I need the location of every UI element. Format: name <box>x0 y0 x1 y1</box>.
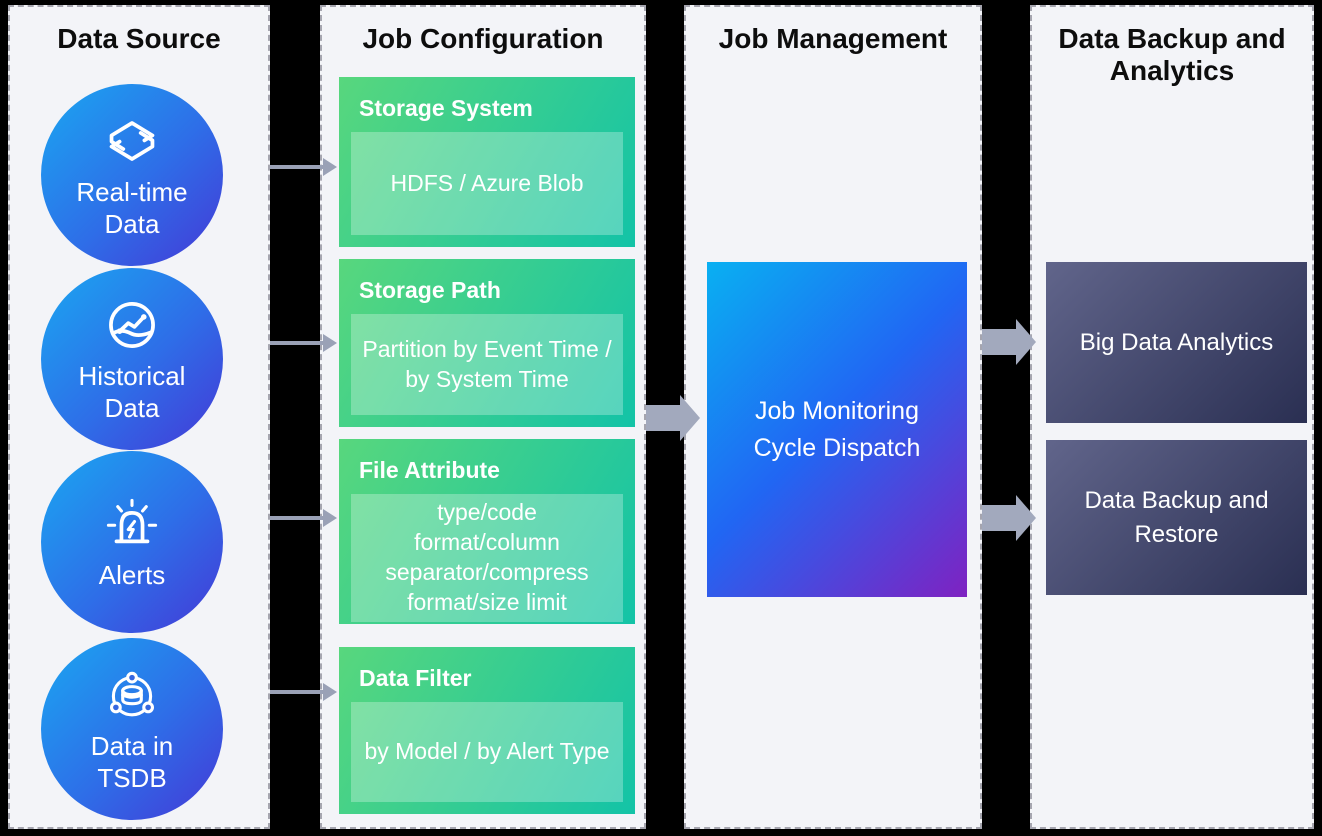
source-label: Data in TSDB <box>90 731 174 793</box>
arrow-line <box>270 690 325 694</box>
arrow-config-to-management <box>646 395 700 441</box>
config-box-body: Partition by Event Time / by System Time <box>351 314 623 415</box>
job-monitoring-box-text: Job Monitoring Cycle Dispatch <box>753 397 921 462</box>
source-node-alerts: Alerts <box>41 451 223 633</box>
panel-title-backup-analytics: Data Backup and Analytics <box>1058 23 1286 87</box>
panel-title-job-configuration: Job Configuration <box>362 23 604 54</box>
config-box-storage-path: Storage Path Partition by Event Time / b… <box>339 259 635 427</box>
source-node-realtime-data: Real-time Data <box>41 84 223 266</box>
arrow-head-icon <box>1016 495 1036 541</box>
data-backup-restore-box: Data Backup and Restore <box>1046 440 1307 595</box>
arrow-line <box>270 516 325 520</box>
source-label: Real-time Data <box>76 177 188 239</box>
config-box-body-text: Partition by Event Time / by System Time <box>362 335 612 392</box>
trend-chart-icon <box>109 302 155 349</box>
arrow-head-icon <box>323 509 337 527</box>
panel-title-job-management: Job Management <box>718 23 948 54</box>
job-monitoring-box: Job Monitoring Cycle Dispatch <box>707 262 967 597</box>
panel-title-data-source: Data Source <box>57 23 221 54</box>
arrow-tsdb-to-config <box>270 683 338 701</box>
arrow-line <box>270 165 325 169</box>
arrow-line <box>270 341 325 345</box>
arrow-head-icon <box>1016 319 1036 365</box>
arrow-head-icon <box>323 334 337 352</box>
source-label: Historical Data <box>78 361 186 423</box>
arrow-shaft <box>646 405 680 431</box>
arrow-management-to-analytics <box>982 319 1036 365</box>
source-node-data-in-tsdb: Data in TSDB <box>41 638 223 820</box>
config-box-title: Data Filter <box>359 665 472 691</box>
arrow-shaft <box>982 329 1016 355</box>
panel-job-management: Job Management Job Monitoring Cycle Disp… <box>684 5 982 829</box>
source-label: Alerts <box>98 559 166 590</box>
data-backup-restore-text: Data Backup and Restore <box>1084 486 1269 548</box>
panel-backup-analytics: Data Backup and Analytics Big Data Analy… <box>1030 5 1314 829</box>
source-node-historical-data: Historical Data <box>41 268 223 450</box>
config-box-title: File Attribute <box>359 457 500 483</box>
panel-data-source: Data Source Real-time Data Historical Da… <box>8 5 270 829</box>
panel-job-configuration: Job Configuration Storage System HDFS / … <box>320 5 646 829</box>
config-box-title: Storage Path <box>359 277 501 303</box>
config-box-body-text: by Model / by Alert Type <box>364 738 610 765</box>
config-box-body-text: HDFS / Azure Blob <box>390 169 584 196</box>
config-box-file-attribute: File Attribute type/code format/column s… <box>339 439 635 624</box>
config-box-title: Storage System <box>359 95 533 121</box>
arrow-alerts-to-config <box>270 509 338 527</box>
arrow-historical-to-config <box>270 334 338 352</box>
database-orbit-icon <box>109 672 155 717</box>
siren-icon <box>106 498 158 544</box>
config-box-storage-system: Storage System HDFS / Azure Blob <box>339 77 635 247</box>
config-box-data-filter: Data Filter by Model / by Alert Type <box>339 647 635 814</box>
big-data-analytics-text: Big Data Analytics <box>1079 328 1274 356</box>
stream-cube-icon <box>109 121 155 162</box>
arrow-realtime-to-config <box>270 158 338 176</box>
config-box-body: type/code format/column separator/compre… <box>351 494 623 622</box>
arrow-shaft <box>982 505 1016 531</box>
config-box-body-text: type/code format/column separator/compre… <box>385 499 589 615</box>
arrow-management-to-backup <box>982 495 1036 541</box>
arrow-head-icon <box>323 158 337 176</box>
arrow-head-icon <box>323 683 337 701</box>
config-box-body: HDFS / Azure Blob <box>351 132 623 235</box>
config-box-body: by Model / by Alert Type <box>351 702 623 802</box>
big-data-analytics-box: Big Data Analytics <box>1046 262 1307 423</box>
arrow-head-icon <box>680 395 700 441</box>
